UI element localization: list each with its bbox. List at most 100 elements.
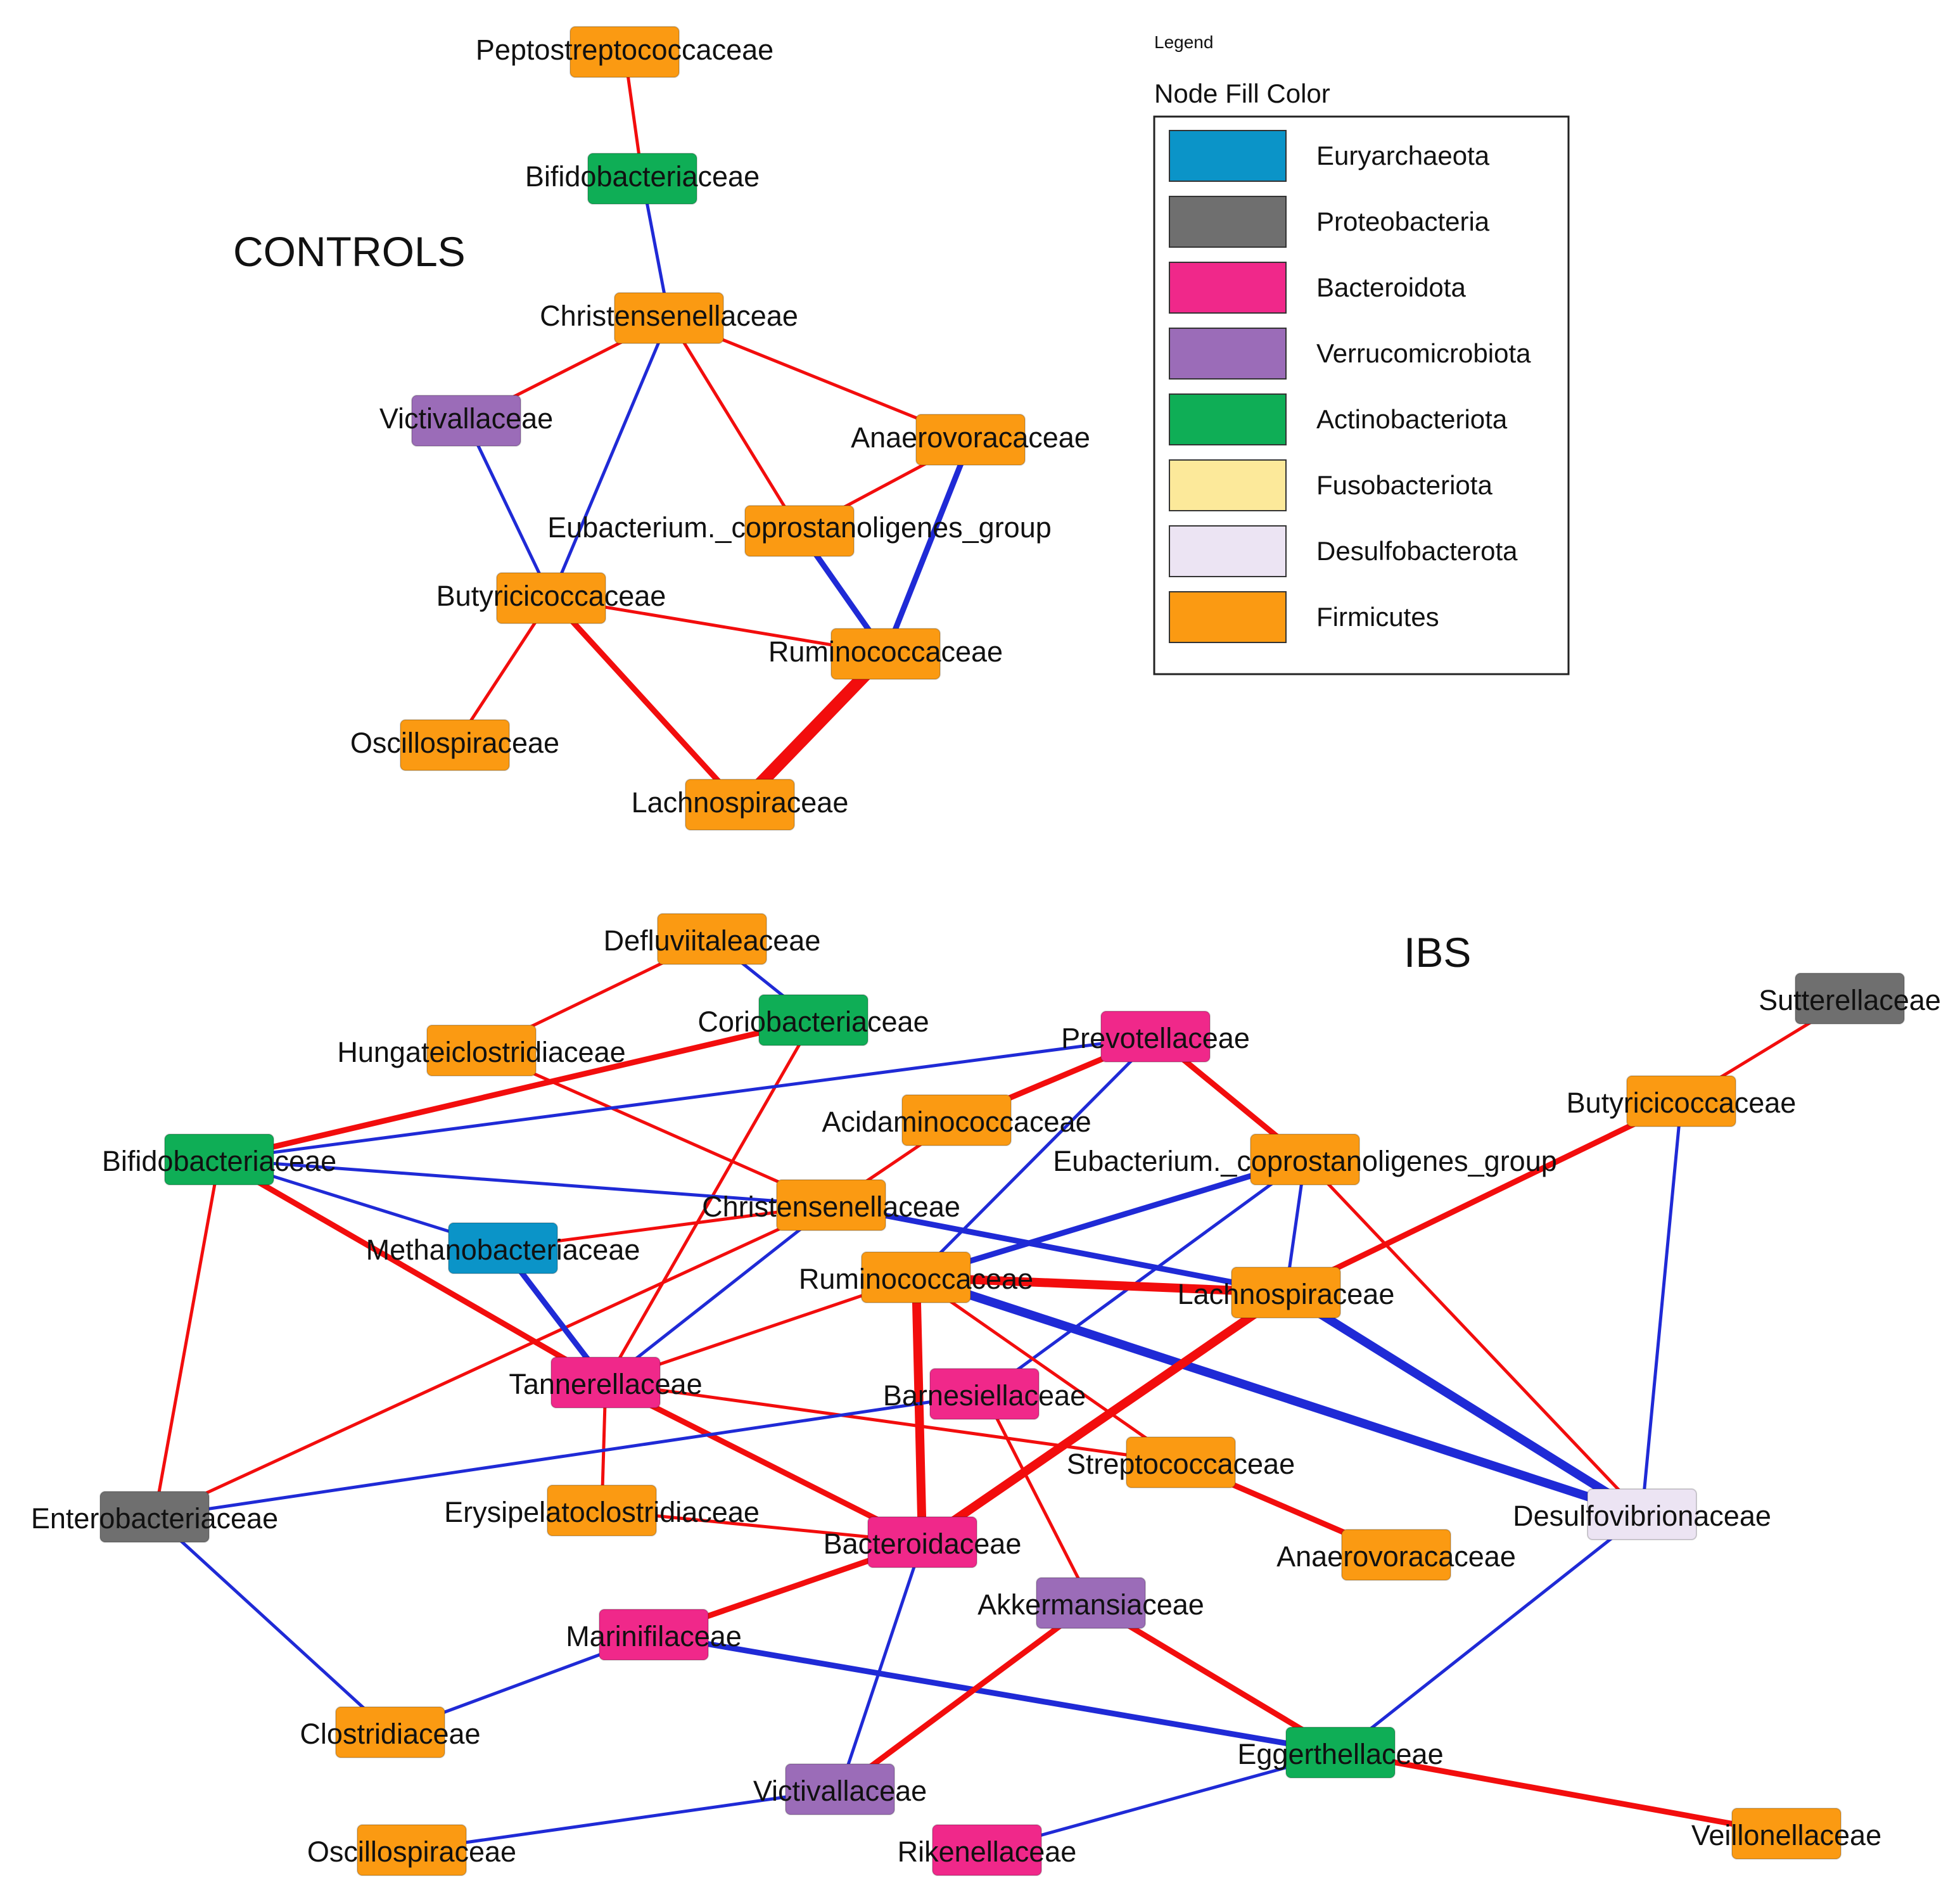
ibs-node-label-i_eubac: Eubacterium._coprostanoligenes_group: [1053, 1145, 1557, 1177]
ibs-node-i_rumino[interactable]: [861, 1251, 971, 1303]
ibs-node-i_hunga[interactable]: [426, 1025, 537, 1076]
ibs-node-i_entero[interactable]: [99, 1491, 210, 1543]
controls-node-c_pepto[interactable]: [570, 26, 680, 78]
ibs-node-i_veillo[interactable]: [1731, 1808, 1842, 1860]
ibs-node-i_desulfo[interactable]: [1587, 1488, 1697, 1540]
ibs-edge-i_eubac-i_desulfo: [1304, 1158, 1643, 1516]
ibs-edge-i_bifido-i_tanner: [217, 1157, 608, 1385]
legend-label-euryarchaeota: Euryarchaeota: [1316, 141, 1490, 170]
legend-swatch-verrucomicrobiota: [1169, 328, 1287, 380]
ibs-node-i_bactero[interactable]: [867, 1516, 977, 1568]
ibs-node-i_oscil[interactable]: [357, 1824, 467, 1876]
controls-node-c_eubac[interactable]: [744, 505, 855, 557]
ibs-node-i_strep[interactable]: [1126, 1436, 1236, 1488]
ibs-node-label-i_prevo: Prevotellaceae: [1061, 1022, 1250, 1054]
ibs-edge-i_hunga-i_christ: [480, 1049, 832, 1207]
ibs-edge-i_christ-i_lachno: [830, 1202, 1287, 1296]
controls-node-c_oscil[interactable]: [400, 719, 510, 771]
ibs-node-i_christ[interactable]: [776, 1179, 886, 1231]
controls-node-label-c_pepto: Peptostreptococcaceae: [476, 34, 773, 66]
ibs-node-label-i_oscil: Oscillospiraceae: [307, 1836, 516, 1868]
ibs-node-label-i_defluv: Defluviitaleaceae: [604, 924, 821, 957]
ibs-edge-i_rumino-i_lachno: [915, 1273, 1287, 1297]
controls-node-c_anaero[interactable]: [915, 414, 1026, 466]
controls-edge-c_christ-c_eubac: [667, 317, 801, 532]
ibs-edge-i_bifido-i_entero: [153, 1159, 221, 1517]
ibs-edge-i_prevo-i_bifido: [219, 1035, 1156, 1161]
ibs-title: IBS: [1404, 929, 1471, 976]
controls-node-label-c_oscil: Oscillospiraceae: [350, 727, 559, 759]
ibs-node-label-i_rumino: Ruminococcaceae: [799, 1263, 1033, 1295]
ibs-node-i_victi[interactable]: [785, 1763, 895, 1815]
edges-layer: [153, 51, 1851, 1852]
ibs-node-i_lachno[interactable]: [1231, 1267, 1341, 1319]
ibs-node-i_bifido[interactable]: [164, 1134, 274, 1185]
controls-node-label-c_eubac: Eubacterium._coprostanoligenes_group: [547, 511, 1052, 544]
legend-swatch-fusobacteriota: [1169, 459, 1287, 511]
ibs-node-i_barnes[interactable]: [929, 1368, 1040, 1420]
controls-node-c_bifido[interactable]: [587, 153, 697, 205]
ibs-edge-i_rumino-i_strep: [915, 1275, 1182, 1464]
controls-title: CONTROLS: [233, 228, 466, 275]
ibs-node-label-i_strep: Streptococcaceae: [1067, 1448, 1295, 1480]
ibs-node-i_anaero[interactable]: [1341, 1529, 1451, 1581]
ibs-node-label-i_egger: Eggerthellaceae: [1237, 1738, 1443, 1770]
legend-swatch-euryarchaeota: [1169, 130, 1287, 182]
ibs-node-label-i_entero: Enterobacteriaceae: [31, 1502, 278, 1535]
ibs-node-i_egger[interactable]: [1285, 1727, 1396, 1779]
ibs-node-label-i_clostr: Clostridiaceae: [300, 1718, 480, 1750]
ibs-edge-i_lachno-i_desulfo: [1283, 1289, 1645, 1518]
controls-node-c_rumino[interactable]: [830, 628, 941, 680]
controls-edge-c_butyri-c_lachno: [549, 596, 742, 807]
ibs-edge-i_akker-i_victi: [838, 1600, 1093, 1792]
ibs-edge-i_entero-i_clostr: [153, 1516, 391, 1734]
ibs-node-i_corio[interactable]: [758, 994, 869, 1046]
controls-node-label-c_rumino: Ruminococcaceae: [768, 636, 1003, 668]
ibs-node-i_defluv[interactable]: [657, 913, 767, 965]
ibs-edge-i_desulfo-i_egger: [1339, 1513, 1643, 1754]
ibs-edge-i_tanner-i_bactero: [604, 1379, 924, 1545]
legend-heading: Node Fill Color: [1154, 79, 1330, 108]
controls-edge-c_butyri-c_rumino: [550, 596, 886, 656]
ibs-edge-i_eubac-i_rumino: [915, 1156, 1306, 1281]
ibs-node-label-i_christ: Christensenellaceae: [702, 1191, 960, 1223]
legend-swatch-desulfobacterota: [1169, 525, 1287, 577]
ibs-edge-i_victi-i_oscil: [411, 1787, 841, 1852]
ibs-node-i_clostr[interactable]: [335, 1706, 445, 1758]
ibs-node-label-i_corio: Coriobacteriaceae: [697, 1006, 929, 1038]
ibs-edge-i_butyri-i_desulfo: [1640, 1101, 1683, 1515]
legend: Legend Node Fill Color EuryarchaeotaProt…: [1153, 32, 1570, 675]
ibs-node-i_riken[interactable]: [932, 1824, 1042, 1876]
ibs-edge-i_marini-i_egger: [653, 1632, 1341, 1756]
ibs-node-label-i_sutter: Sutterellaceae: [1759, 984, 1941, 1016]
ibs-node-label-i_acida: Acidaminococcaceae: [822, 1106, 1091, 1138]
ibs-edge-i_christ-i_methano: [502, 1203, 832, 1250]
ibs-edge-i_corio-i_bifido: [218, 1017, 815, 1163]
ibs-node-i_methano[interactable]: [448, 1222, 558, 1274]
ibs-node-i_prevo[interactable]: [1100, 1011, 1211, 1063]
controls-node-c_butyri[interactable]: [496, 572, 606, 624]
ibs-node-i_eubac[interactable]: [1250, 1134, 1360, 1185]
ibs-edge-i_tanner-i_strep: [605, 1381, 1181, 1464]
controls-node-label-c_anaero: Anaerovoracaceae: [851, 421, 1090, 454]
ibs-node-i_sutter[interactable]: [1795, 973, 1905, 1025]
controls-node-c_lachno[interactable]: [685, 779, 795, 831]
ibs-edge-i_barnes-i_akker: [983, 1393, 1093, 1604]
ibs-node-i_acida[interactable]: [901, 1094, 1012, 1146]
ibs-node-i_butyri[interactable]: [1626, 1075, 1736, 1127]
legend-caption: Legend: [1154, 32, 1213, 52]
ibs-node-label-i_marini: Marinifilaceae: [566, 1620, 742, 1652]
ibs-node-label-i_veillo: Veillonellaceae: [1691, 1819, 1881, 1851]
controls-edge-c_victi-c_butyri: [464, 419, 553, 599]
ibs-node-label-i_tanner: Tannerellaceae: [509, 1368, 702, 1400]
ibs-node-i_akker[interactable]: [1036, 1577, 1146, 1629]
ibs-edge-i_egger-i_riken: [986, 1751, 1341, 1852]
ibs-node-i_erysip[interactable]: [547, 1485, 657, 1536]
ibs-node-i_tanner[interactable]: [550, 1357, 661, 1408]
ibs-node-i_marini[interactable]: [599, 1609, 709, 1661]
legend-label-proteobacteria: Proteobacteria: [1316, 207, 1490, 236]
controls-node-label-c_victi: Victivallaceae: [379, 402, 553, 435]
controls-node-c_christ[interactable]: [614, 292, 724, 344]
controls-node-c_victi[interactable]: [411, 395, 521, 447]
